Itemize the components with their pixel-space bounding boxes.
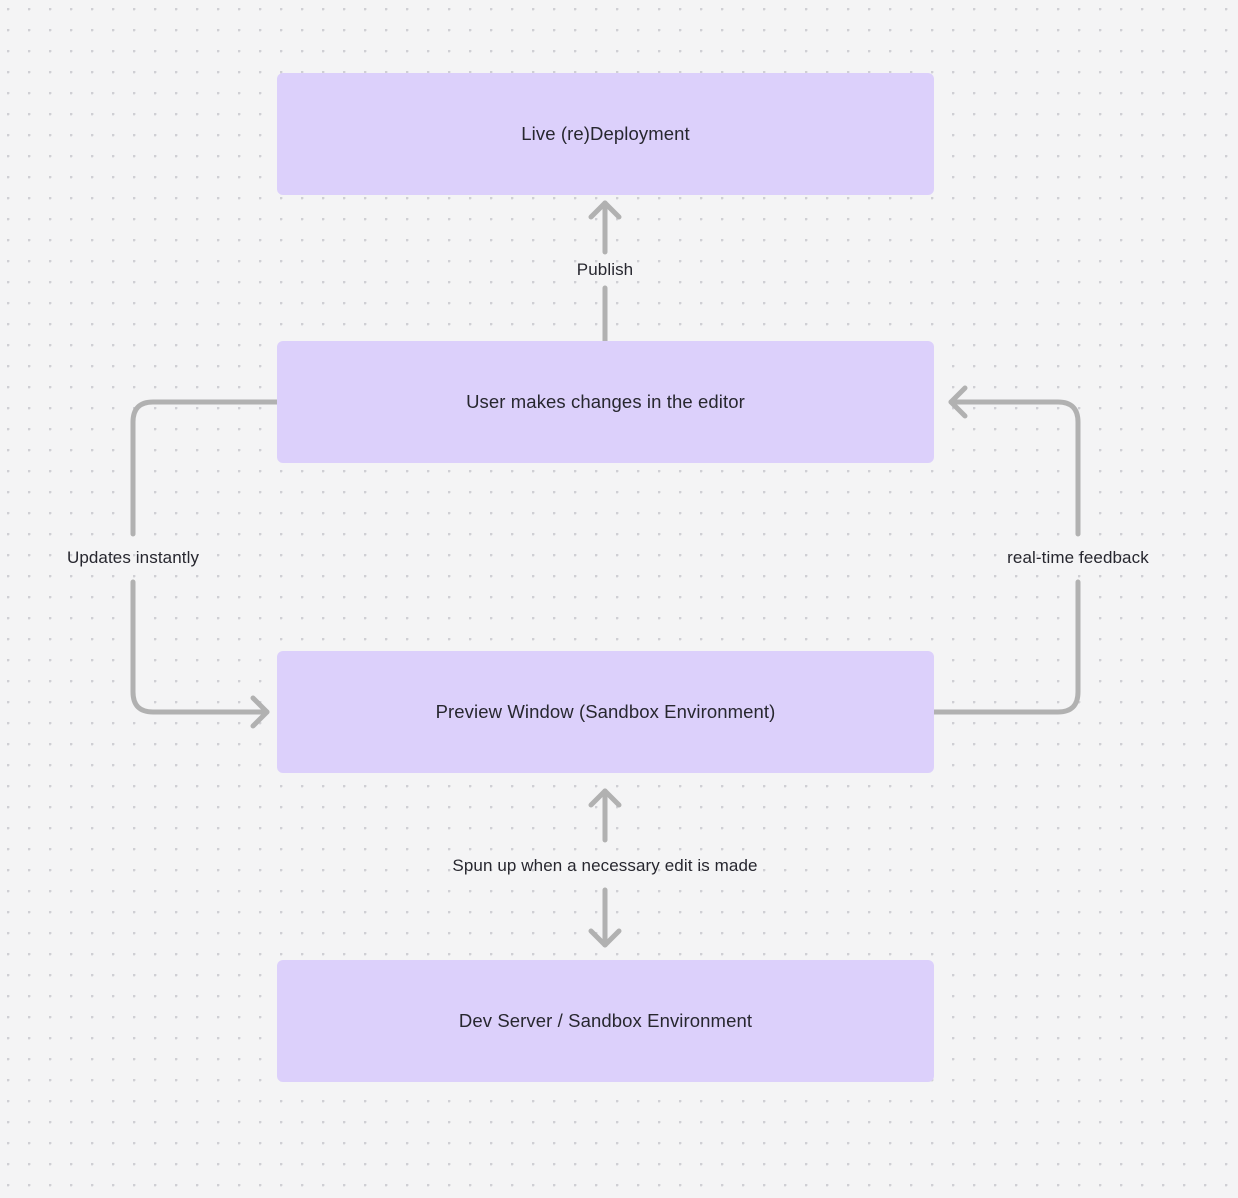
node-live-redeployment-label: Live (re)Deployment <box>521 123 690 144</box>
edge-label-publish[interactable]: Publish <box>576 260 634 279</box>
node-preview-window-label: Preview Window (Sandbox Environment) <box>435 701 776 722</box>
node-user-makes-changes[interactable]: User makes changes in the editor <box>277 341 934 463</box>
node-dev-server-label: Dev Server / Sandbox Environment <box>458 1010 753 1031</box>
node-live-redeployment[interactable]: Live (re)Deployment <box>277 73 934 195</box>
node-preview-window[interactable]: Preview Window (Sandbox Environment) <box>277 651 934 773</box>
node-dev-server[interactable]: Dev Server / Sandbox Environment <box>277 960 934 1082</box>
edge-label-real-time-feedback[interactable]: real-time feedback <box>1007 548 1149 567</box>
node-user-makes-changes-label: User makes changes in the editor <box>466 391 745 412</box>
edge-label-updates-instantly[interactable]: Updates instantly <box>66 548 200 567</box>
edge-label-spun-up[interactable]: Spun up when a necessary edit is made <box>452 856 758 875</box>
